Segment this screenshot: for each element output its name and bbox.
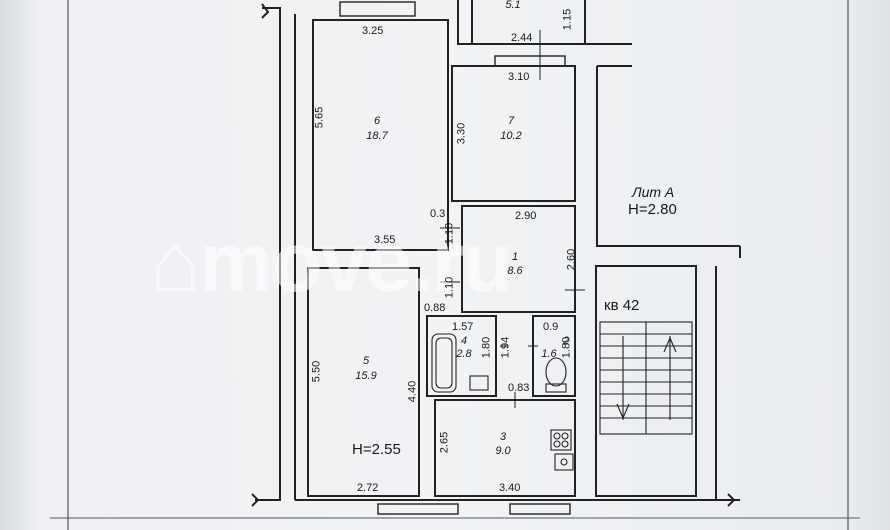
dim-room7-width: 3.10 (508, 71, 530, 83)
stairs-up-arrow (663, 336, 677, 353)
dim-0-3: 0.3 (430, 208, 446, 220)
watermark: ⌂move.ru (150, 215, 514, 309)
room-1-number: 1 (511, 251, 519, 263)
dim-wc-width: 0.9 (543, 321, 559, 333)
top-room-area: 5.1 (505, 0, 521, 11)
dim-wc-height: 1.80 (560, 336, 573, 359)
stairs-down-arrow (616, 403, 630, 420)
room-4-outline (426, 315, 497, 397)
dim-room5-height: 5.50 (310, 360, 323, 383)
sink (554, 453, 574, 471)
lit-label: Лит А (632, 184, 675, 200)
top-corridor-wall (457, 0, 632, 45)
left-outer-wall (255, 7, 281, 501)
dim-room1-height: 2.60 (565, 248, 578, 271)
bathtub (431, 333, 489, 393)
dim-room6-width: 3.25 (362, 25, 384, 37)
room-1-outline (461, 205, 576, 313)
dim-4-40: 4.40 (406, 380, 419, 403)
room-6-area: 18.7 (366, 130, 388, 142)
room-5-height: H=2.55 (352, 441, 401, 458)
dim-room3-bottom: 3.40 (499, 482, 521, 494)
wall-break-bottom-right (727, 493, 736, 507)
dim-bath-width: 1.57 (452, 321, 474, 333)
room-7-area: 10.2 (500, 130, 522, 142)
dim-top-height: 1.15 (561, 8, 574, 31)
window-room-3 (509, 503, 571, 515)
dim-1-10-upper: 1.10 (443, 222, 456, 245)
apartment-label: кв 42 (604, 297, 640, 314)
dim-room1-width: 2.90 (515, 210, 537, 222)
room-3-outline (434, 399, 576, 497)
room-3-number: 3 (499, 431, 507, 443)
stairs (599, 321, 693, 435)
stairwell-outline (595, 265, 697, 497)
dim-room6-bottom: 3.55 (374, 234, 396, 246)
room-5-area: 15.9 (355, 370, 377, 382)
dim-1-10-lower: 1.10 (443, 276, 456, 299)
toilet (545, 357, 567, 393)
room-2-outline (532, 315, 576, 397)
wall-break-top (261, 3, 270, 19)
room-4-area: 2.8 (456, 348, 472, 360)
room-1-area: 8.6 (507, 265, 523, 277)
window-room-6 (339, 1, 416, 17)
ceiling-height-label: H=2.80 (628, 201, 677, 218)
dim-room3-height: 2.65 (438, 431, 451, 454)
stairwell-outer-wall (715, 266, 740, 501)
dim-room6-height: 5.65 (313, 106, 326, 129)
corridor-right-wall (596, 66, 740, 247)
room-7-number: 7 (507, 115, 515, 127)
room-5-number: 5 (362, 355, 370, 367)
dim-0-83: 0.83 (508, 382, 530, 394)
stove (550, 429, 572, 451)
room-2-area: 1.6 (541, 348, 557, 360)
house-icon: ⌂ (150, 215, 201, 309)
room-2-number: 2 (562, 335, 570, 347)
room-6-number: 6 (373, 115, 381, 127)
room-6-outline (312, 19, 449, 251)
window-room-7 (494, 55, 566, 67)
window-room-5 (377, 503, 459, 515)
dim-0-88: 0.88 (424, 302, 446, 314)
room-3-area: 9.0 (495, 445, 511, 457)
dim-room7-height: 3.30 (455, 122, 468, 145)
dim-hall-height: 1.94 (499, 336, 512, 359)
room-4-number: 4 (460, 335, 468, 347)
dim-room5-bottom: 2.72 (357, 482, 379, 494)
dim-top-width: 2.44 (511, 32, 533, 44)
dim-bath-height: 1.80 (480, 336, 493, 359)
room-5-outline (307, 267, 420, 497)
wall-break-bottom-left (251, 493, 260, 507)
